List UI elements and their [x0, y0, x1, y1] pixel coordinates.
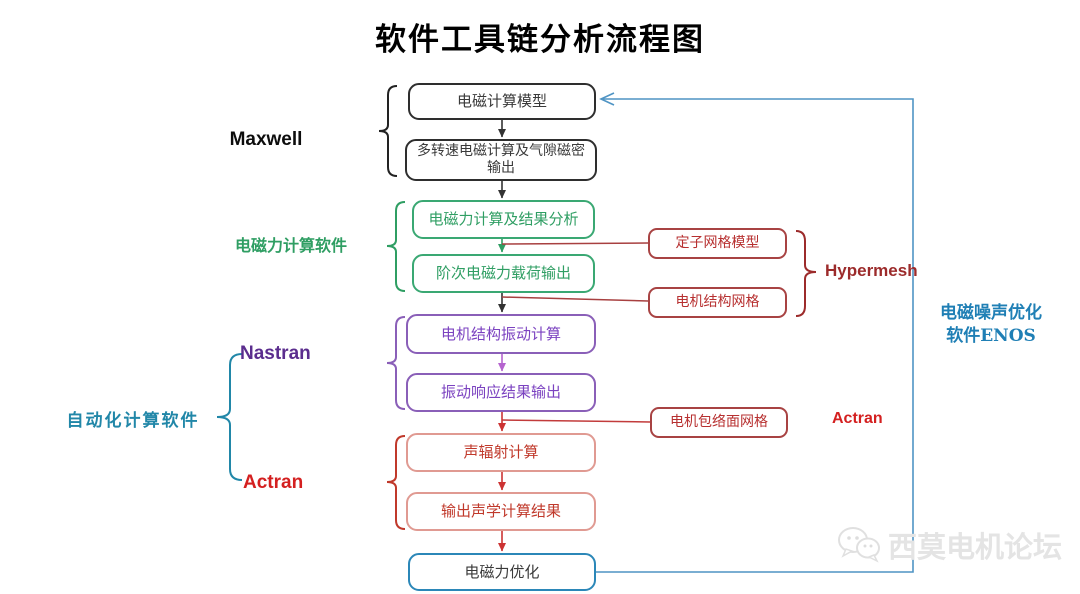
label-enos-line1: 电磁噪声优化	[940, 303, 1042, 323]
watermark: 西莫电机论坛	[836, 524, 1062, 566]
box-em-force-analysis: 电磁力计算及结果分析	[412, 200, 595, 239]
box-em-model: 电磁计算模型	[408, 83, 596, 120]
line-stator-mesh	[501, 242, 649, 245]
box-motor-envelope-mesh: 电机包络面网格	[650, 407, 788, 438]
feedback-arrowhead	[599, 92, 615, 106]
feedback-line	[596, 98, 914, 573]
brace-automation	[216, 353, 243, 481]
label-hypermesh: Hypermesh	[825, 261, 918, 280]
box-vibration-response: 振动响应结果输出	[406, 373, 596, 412]
label-actran-right: Actran	[832, 410, 883, 427]
box-order-force-output: 阶次电磁力载荷输出	[412, 254, 595, 293]
box-motor-structure-mesh: 电机结构网格	[648, 287, 787, 318]
watermark-text: 西莫电机论坛	[888, 532, 1063, 564]
label-enos-line2: 软件ENOS	[946, 325, 1036, 346]
brace-actran	[386, 435, 406, 530]
box-acoustic-result: 输出声学计算结果	[406, 492, 596, 531]
brace-em-force	[386, 201, 406, 292]
label-automation-software: 自动化计算软件	[66, 411, 200, 431]
box-acoustic-radiation: 声辐射计算	[406, 433, 596, 472]
label-enos-software: 电磁噪声优化 软件ENOS	[924, 302, 1058, 348]
label-em-force-software: 电磁力计算软件	[234, 236, 347, 255]
label-maxwell: Maxwell	[229, 129, 303, 150]
box-multi-speed-output: 多转速电磁计算及气隙磁密输出	[405, 139, 597, 181]
box-em-optimization: 电磁力优化	[408, 553, 596, 591]
label-nastran: Nastran	[240, 343, 311, 364]
box-stator-mesh: 定子网格模型	[648, 228, 787, 259]
diagram-title: 软件工具链分析流程图	[375, 22, 705, 57]
line-envelope-mesh	[501, 419, 651, 423]
brace-nastran	[386, 316, 406, 410]
label-actran-left: Actran	[243, 472, 304, 493]
wechat-icon	[838, 527, 880, 563]
brace-maxwell	[378, 85, 398, 177]
brace-hypermesh	[795, 230, 817, 317]
box-structure-vibration: 电机结构振动计算	[406, 314, 596, 354]
line-structure-mesh	[501, 296, 649, 302]
